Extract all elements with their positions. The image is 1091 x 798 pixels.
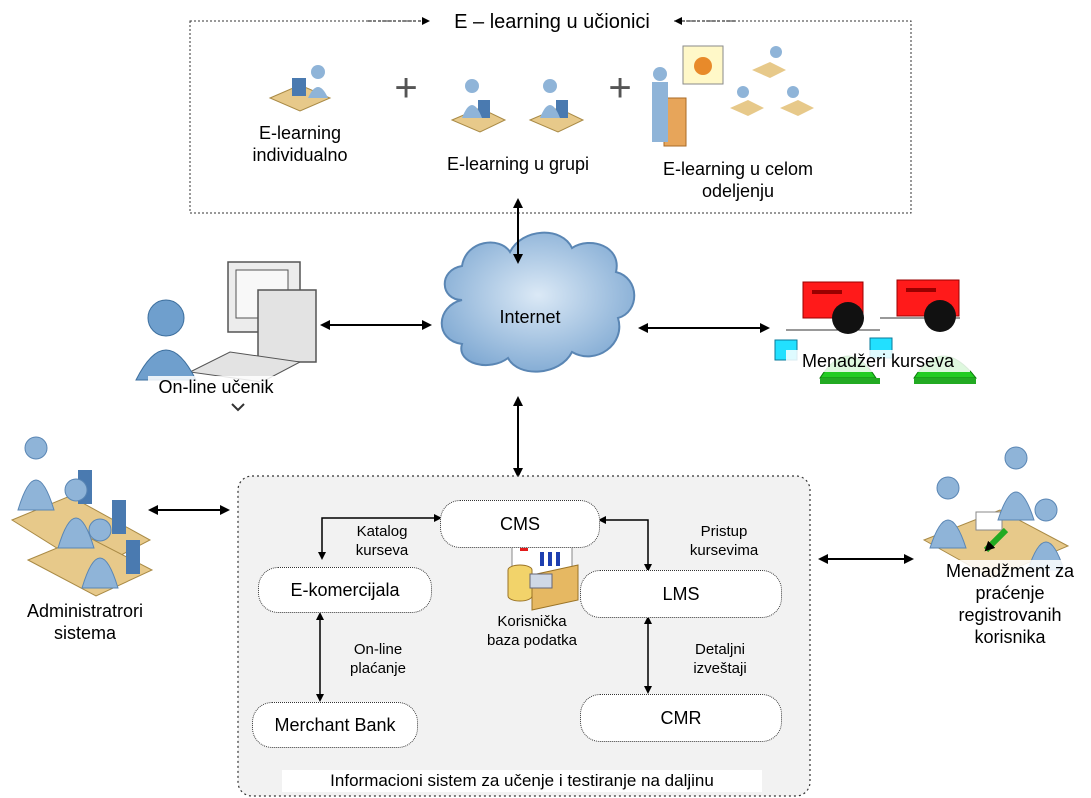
ecommerce-node: E-komercijala [258, 567, 432, 613]
detailed-reports-label: Detaljni izveštaji [693, 641, 747, 677]
online-student-icon [135, 261, 317, 412]
plus-sign-1: + [394, 66, 418, 110]
cms-node: CMS [440, 500, 600, 548]
whole-class-label: E-learning u celom odeljenju [662, 159, 814, 201]
administrators-icon [10, 436, 154, 597]
classroom-title: E – learning u učionici [430, 10, 674, 34]
online-student-label: On-line učenik [148, 376, 284, 398]
system-title: Informacioni sistem za učenje i testiran… [282, 770, 762, 792]
online-payment-label: On-line plaćanje [350, 641, 406, 677]
lms-node: LMS [580, 570, 782, 618]
group-learner-icon-1 [450, 79, 507, 133]
group-learner-icon-2 [528, 79, 585, 133]
course-managers-label: Menadžeri kurseva [786, 350, 970, 372]
database-label: Korisnička baza podatka [486, 613, 578, 649]
group-label: E-learning u grupi [446, 154, 590, 174]
database-icon [507, 539, 579, 611]
course-access-label: Pristup kursevima [689, 523, 759, 559]
internet-label: Internet [499, 307, 561, 327]
individual-learner-icon [268, 65, 332, 112]
plus-sign-2: + [608, 66, 632, 110]
merchant-bank-node: Merchant Bank [252, 702, 418, 748]
teacher-presentation-icon [652, 45, 814, 147]
arrow-cms-ecommerce [318, 514, 442, 560]
admins-label: Administratrori sistema [26, 601, 144, 643]
cmr-node: CMR [580, 694, 782, 742]
user-management-icon [922, 446, 1070, 579]
user-management-label: Menadžment za praćenje registrovanih kor… [936, 560, 1084, 648]
arrow-cms-lms [598, 516, 652, 572]
catalog-label: Katalog kurseva [355, 523, 409, 559]
individual-label: E-learning individualno [252, 123, 348, 165]
internet-cloud [440, 231, 636, 373]
